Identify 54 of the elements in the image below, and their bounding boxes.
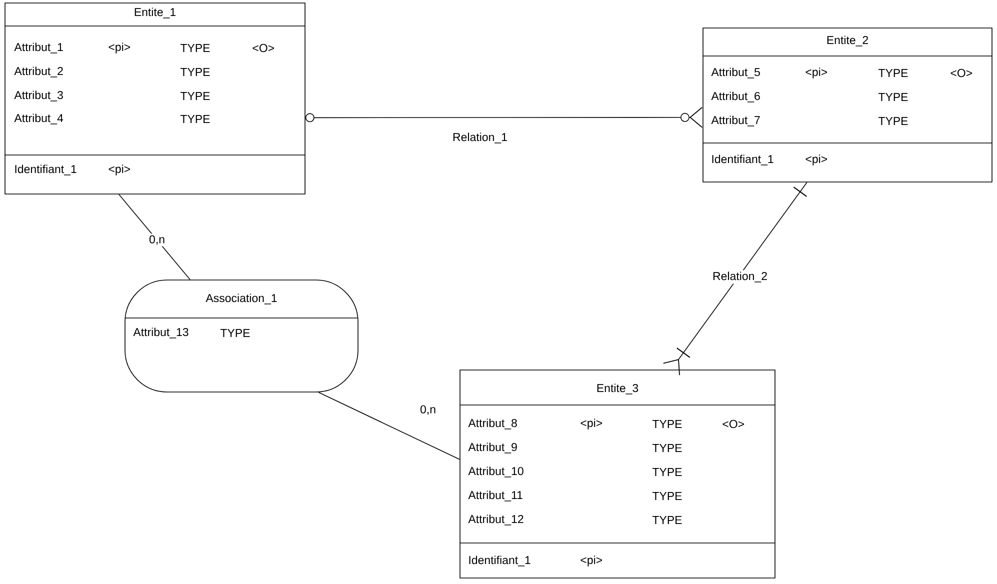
attribute-text: <pi> [806,68,827,78]
attribute-text: TYPE [652,468,682,476]
association-box [124,280,358,392]
attribute-text: <pi> [108,164,130,176]
attribute-text: Attribut_2 [14,66,63,78]
attribute-text: TYPE [652,444,682,452]
edge-label: Relation_1 [453,132,507,144]
entity-title: Entite_3 [597,384,638,394]
attribute-text: Attribut_5 [711,68,760,78]
attribute-text: Identifiant_1 [712,154,774,166]
attribute-text: TYPE [180,68,210,76]
attribute-text: Attribut_8 [468,418,517,430]
attribute-text: Attribut_1 [14,42,63,54]
attribute-text: Attribut_11 [468,490,522,502]
attribute-text: Attribut_12 [468,514,524,526]
entity-title: Entite_2 [827,36,868,46]
attribute-text: TYPE [878,117,908,125]
connector-line [318,392,460,460]
edge-label: 0,n [149,235,164,245]
entity-title: Entite_1 [134,8,176,18]
entity-box [460,370,776,578]
attribute-text: <O> [252,44,274,52]
attribute-text: TYPE [180,92,210,100]
edge-label: Relation_2 [713,272,767,282]
attribute-text: TYPE [652,516,682,524]
attribute-text: TYPE [220,329,250,337]
association-title: Association_1 [206,294,277,304]
attribute-text: TYPE [180,44,210,52]
attribute-text: TYPE [878,69,908,77]
entity-box [702,28,992,182]
attribute-text: Attribut_9 [468,442,517,454]
relationship-line [305,106,703,128]
attribute-text: <pi> [580,418,602,430]
attribute-text: Identifiant_1 [15,164,76,176]
attribute-text: Attribut_13 [133,328,188,338]
entity-box [4,2,306,194]
attribute-text: <O> [950,68,972,78]
attribute-text: <pi> [806,154,827,166]
attribute-text: Attribut_6 [711,92,760,102]
attribute-text: <pi> [580,556,602,566]
attribute-text: Attribut_4 [14,114,64,124]
attribute-text: TYPE [180,115,210,123]
edge-label: 0,n [420,405,436,415]
attribute-text: TYPE [652,492,682,500]
attribute-text: Attribut_7 [711,116,760,126]
attribute-text: TYPE [652,420,682,428]
connector-line [118,194,190,280]
attribute-text: Attribut_10 [468,466,524,478]
attribute-text: <O> [722,420,744,428]
relationship-line [662,182,808,376]
attribute-text: Identifiant_1 [469,556,530,566]
attribute-text: TYPE [878,93,908,101]
attribute-text: Attribut_3 [14,90,63,102]
attribute-text: <pi> [108,42,130,54]
